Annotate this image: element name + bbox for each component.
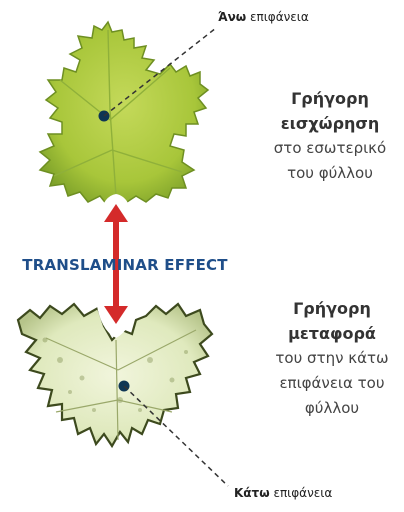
- bottom-description: Γρήγορη μεταφορά του στην κάτω επιφάνεια…: [252, 296, 404, 421]
- top-desc-line2: εισχώρηση: [250, 111, 404, 136]
- top-surface-bold: Άνω: [218, 10, 246, 24]
- bottom-desc-line5: φύλλου: [252, 396, 404, 421]
- top-desc-line1: Γρήγορη: [250, 86, 404, 111]
- top-surface-label: Άνω επιφάνεια: [218, 10, 309, 24]
- top-description: Γρήγορη εισχώρηση στο εσωτερικό του φύλλ…: [250, 86, 404, 186]
- bottom-surface-bold: Κάτω: [234, 486, 270, 500]
- top-desc-line3: στο εσωτερικό: [250, 136, 404, 161]
- bottom-surface-rest: επιφάνεια: [273, 486, 332, 500]
- effect-title: TRANSLAMINAR EFFECT: [0, 256, 250, 274]
- bottom-surface-label: Κάτω επιφάνεια: [234, 486, 332, 500]
- top-surface-rest: επιφάνεια: [250, 10, 309, 24]
- bottom-desc-line1: Γρήγορη: [252, 296, 404, 321]
- bottom-desc-line2: μεταφορά: [252, 321, 404, 346]
- top-desc-line4: του φύλλου: [250, 161, 404, 186]
- bottom-desc-line3: του στην κάτω: [252, 346, 404, 371]
- bottom-desc-line4: επιφάνεια του: [252, 371, 404, 396]
- top-leaf: [40, 22, 208, 206]
